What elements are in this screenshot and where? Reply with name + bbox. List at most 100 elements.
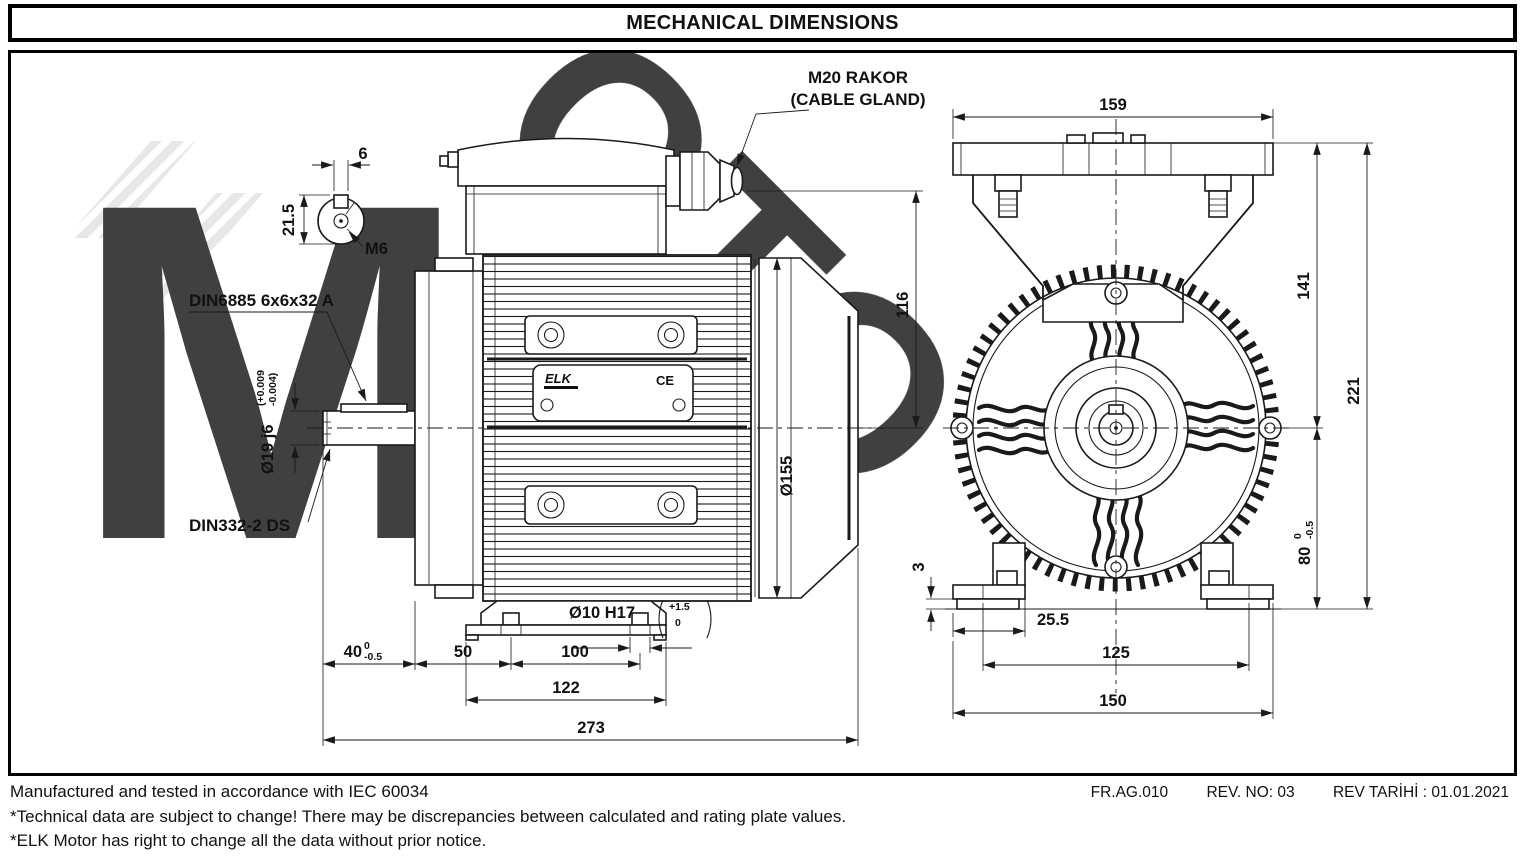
revision-info: FR.AG.010 REV. NO: 03 REV TARİHİ : 01.01… (1057, 781, 1515, 805)
detail-keyway (333, 194, 349, 209)
revision-number: REV. NO: 03 (1206, 784, 1295, 801)
ce-mark: CE (656, 373, 674, 388)
leader-line (736, 109, 810, 167)
terminal-box-tab (447, 151, 459, 168)
nameplate-logo-bar (544, 386, 578, 389)
dim-height-total: 221 (1345, 377, 1363, 405)
shoulder-left (972, 175, 1044, 300)
label-cable-gland-1: M20 RAKOR (808, 68, 908, 87)
ext-line (982, 603, 1250, 671)
shaft-key (340, 403, 408, 413)
foot-flange (952, 584, 1026, 600)
foot-stud (1208, 570, 1230, 586)
center-point (339, 219, 343, 223)
dim-key-width: 6 (358, 145, 367, 163)
dim-50: 50 (454, 643, 472, 661)
watermark-letter-m: M (71, 103, 471, 640)
terminal-box-lid (457, 137, 675, 187)
dim-holes-span: 125 (1102, 644, 1130, 662)
dim-shaft-height-tol-bot: -0.5 (1304, 521, 1316, 539)
dim-top-width: 159 (1099, 96, 1127, 114)
ext-line (952, 603, 1274, 719)
terminal-box-top-plate (952, 142, 1274, 176)
paren-close (706, 599, 712, 639)
dim-shaft-dia-tol-bot: -0.004) (267, 373, 279, 406)
boss-band-bottom (524, 485, 698, 525)
foot-stud (996, 570, 1018, 586)
leader-line (189, 311, 367, 402)
dim-shaft-len-tol-bot: -0.5 (364, 651, 382, 663)
side-view-dimensions: 6 21.5 M6 DIN6885 6x6x32 A Ø19 j6 (189, 68, 926, 746)
gland-tip (730, 166, 744, 196)
dim-height-upper: 141 (1295, 272, 1313, 300)
plate-bolt-shank (1208, 190, 1228, 218)
dim-shaft-len-tol-top: 0 (364, 640, 370, 652)
dim-body-dia: Ø155 (778, 456, 796, 496)
label-center-hole-spec: DIN332-2 DS (189, 516, 290, 535)
standard-note: Manufactured and tested in accordance wi… (10, 782, 429, 801)
foot-hole-edges (500, 625, 651, 635)
footer-notes: Manufactured and tested in accordance wi… (10, 780, 1515, 853)
nameplate (532, 364, 694, 422)
dim-foot-hole: Ø10 H17 (569, 604, 635, 622)
shaft-end-lines (323, 411, 331, 445)
boss-screw (663, 327, 679, 343)
dim-shaft-dia-tol-top: (+0.009 (255, 370, 267, 406)
cover-screw (1110, 287, 1122, 299)
bolt-threads (1209, 198, 1227, 212)
boss-screw (543, 327, 559, 343)
label-thread-m6: M6 (365, 240, 388, 258)
leader-line (307, 448, 331, 523)
end-shield-lug-top (434, 257, 474, 272)
nameplate-brand-logo: ELK (545, 371, 573, 386)
terminal-box-tab (439, 155, 449, 167)
front-view-dimensions: 159 3 25.5 125 150 (910, 96, 1373, 719)
cable-gland (665, 151, 744, 211)
foot-pad (956, 598, 1020, 610)
spoke-group (976, 403, 1052, 456)
ext-line (747, 190, 923, 429)
terminal-box-lines (466, 186, 666, 254)
title-bar: MECHANICAL DIMENSIONS (8, 4, 1517, 42)
nameplate-hole (672, 398, 686, 412)
label-cable-gland-2: (CABLE GLAND) (790, 90, 925, 109)
end-shield-lug-bottom (434, 584, 474, 599)
boss-screw (657, 321, 685, 349)
dim-100: 100 (561, 643, 589, 661)
dim-shaft-height-tol-top: 0 (1292, 533, 1304, 539)
front-view (943, 119, 1289, 693)
plate-latch (1092, 132, 1124, 144)
dim-25-5: 25.5 (1037, 611, 1069, 629)
gland-nut (679, 151, 721, 211)
gland-ridges (691, 152, 705, 210)
bolt-threads (999, 198, 1017, 212)
foot-stud (502, 612, 520, 626)
plate-bolt-shank (998, 190, 1018, 218)
spoke-group (1180, 400, 1256, 453)
label-key-spec: DIN6885 6x6x32 A (189, 291, 334, 310)
plate-latch (1130, 134, 1146, 144)
ext-line (333, 160, 349, 191)
plate-bolt-head (1204, 174, 1232, 192)
dim-116: 116 (894, 292, 912, 319)
page-title: MECHANICAL DIMENSIONS (626, 11, 899, 34)
leader-line (348, 231, 364, 248)
foot-plate (465, 624, 667, 636)
dim-shaft-len: 40 (344, 643, 362, 661)
gland-plate (665, 155, 681, 207)
revision-date: REV TARİHİ : 01.01.2021 (1332, 784, 1509, 801)
disclaimer-note-1: *Technical data are subject to change! T… (10, 807, 847, 826)
disclaimer-note-2: *ELK Motor has right to change all the d… (10, 831, 487, 850)
dim-detail-height: 21.5 (280, 204, 298, 236)
dim-pad-thickness: 3 (910, 562, 928, 571)
terminal-box (465, 185, 667, 255)
foot-pad (1206, 598, 1270, 610)
technical-drawing: M OTO (66, 0, 1373, 746)
m6-tap-hole (333, 213, 349, 229)
boss-screw (657, 491, 685, 519)
body-shadow-bands (487, 357, 747, 429)
ext-line (322, 449, 859, 746)
boss-screw (537, 321, 565, 349)
foot-flange (1200, 584, 1274, 600)
